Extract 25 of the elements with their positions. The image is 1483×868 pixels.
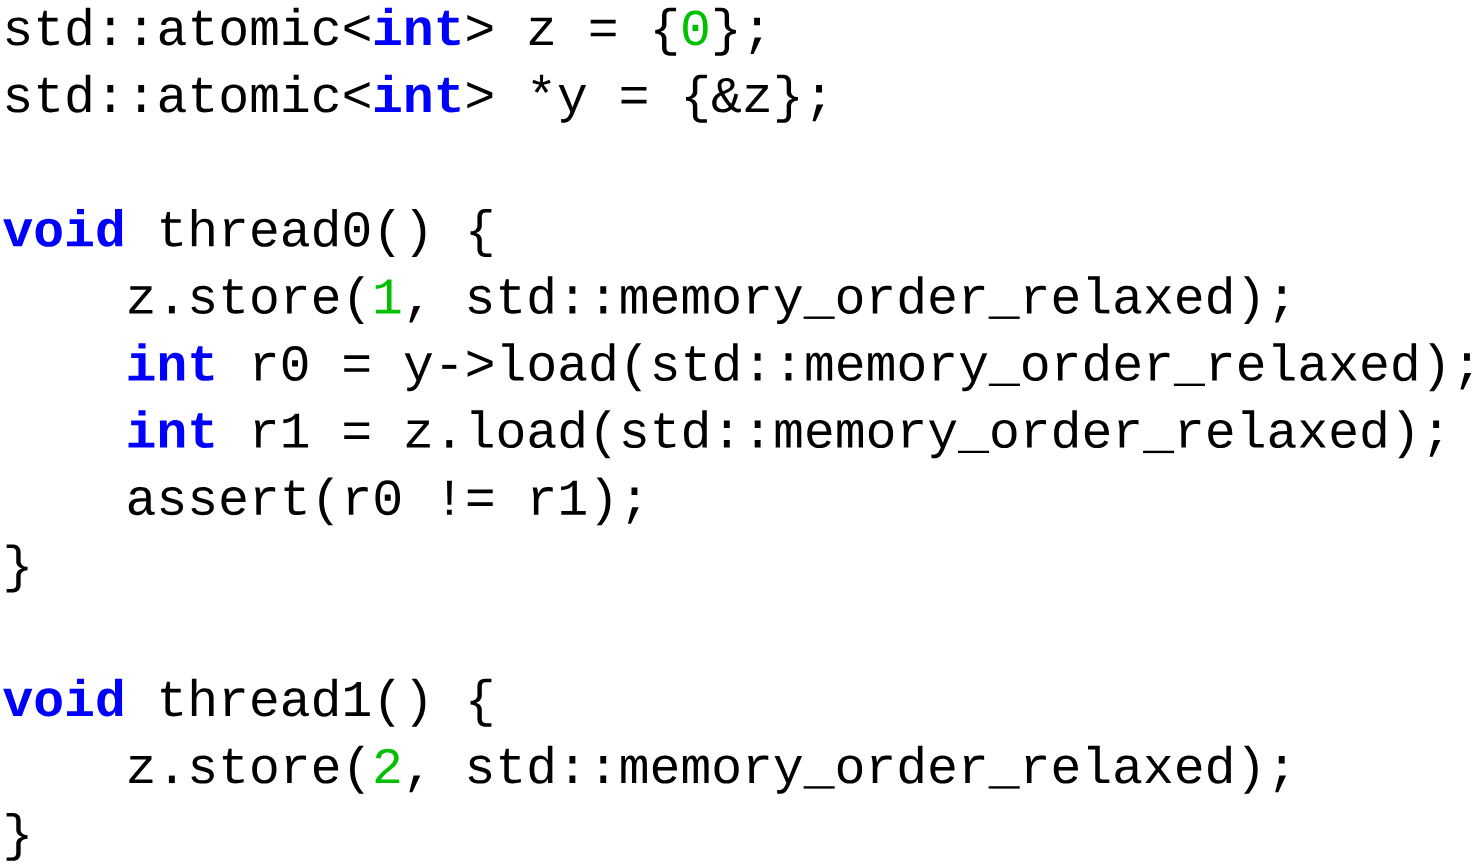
code-keyword: int	[374, 7, 460, 46]
code-text: z.store(	[129, 276, 364, 325]
code-text: thread1() {	[161, 678, 492, 727]
number-literal: 0	[683, 10, 708, 46]
code-text: , std::memory_order_relaxed);	[409, 276, 1287, 325]
code-text: assert(r0 != r1);	[128, 477, 639, 526]
number-literal: 1	[375, 279, 401, 314]
code-text: }	[6, 544, 28, 593]
code-keyword: void	[3, 678, 123, 717]
code-keyword: int	[374, 74, 460, 113]
code-keyword: int	[128, 343, 214, 381]
code-text: r0 = y->load(std::memory_order_relaxed);	[254, 343, 1472, 392]
code-text: std::atomic<	[6, 7, 370, 46]
number-literal: 2	[375, 748, 400, 784]
code-text: }	[6, 812, 28, 861]
code-text: > *y = {&z};	[467, 74, 824, 123]
code-text: std::atomic<	[6, 74, 370, 113]
code-text: r1 = z.load(std::memory_order_relaxed);	[254, 410, 1441, 459]
code-text: z.store(	[129, 745, 364, 794]
code-keyword: void	[3, 209, 123, 247]
code-text: };	[715, 7, 762, 56]
code-text: thread0() {	[161, 209, 492, 257]
code-keyword: int	[128, 410, 214, 448]
code-text: > z = {	[467, 7, 677, 56]
code-text: , std::memory_order_relaxed);	[409, 745, 1287, 794]
